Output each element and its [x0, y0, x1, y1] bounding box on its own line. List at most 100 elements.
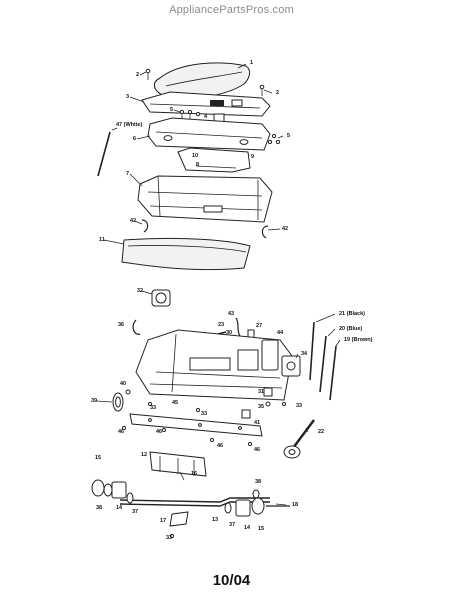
callout-c46b: 46 [156, 429, 162, 435]
callout-c19: 19 (Brown) [344, 337, 373, 343]
part-2-screw[interactable] [145, 68, 151, 80]
part-15-end-cap[interactable] [251, 497, 265, 515]
callout-c8: 8 [196, 162, 199, 168]
callout-c33c: 33 [296, 403, 302, 409]
callout-c10: 10 [192, 153, 198, 159]
callout-c46a: 46 [118, 429, 124, 435]
part-38-bearing[interactable] [103, 483, 113, 497]
callout-c17: 17 [160, 518, 166, 524]
callout-c38b: 38 [96, 505, 102, 511]
base-chassis[interactable] [135, 329, 293, 401]
part-42-clip[interactable] [141, 219, 149, 233]
part-19-wire-brown[interactable] [329, 345, 337, 401]
part-44-belt-housing[interactable] [261, 339, 279, 371]
callout-c18: 18 [292, 502, 298, 508]
callout-c5a: 5 [170, 107, 173, 113]
callout-c5b: 5 [287, 133, 290, 139]
callout-c40: 40 [120, 381, 126, 387]
callout-c47: 47 (White) [116, 122, 142, 128]
part-21-wire-black[interactable] [309, 321, 315, 381]
part-2-screw[interactable] [259, 84, 265, 96]
part-31-clip[interactable] [263, 387, 273, 397]
part-35-screw[interactable] [265, 401, 271, 407]
part-12-base-plate[interactable] [149, 451, 207, 477]
part-37-washer[interactable] [126, 492, 134, 504]
part-14-bearing-housing[interactable] [111, 481, 127, 499]
callout-c11: 11 [99, 237, 105, 243]
site-watermark: AppliancePartsPros.com [169, 4, 294, 16]
part-46-screws[interactable] [121, 425, 253, 447]
callout-c35: 35 [258, 404, 264, 410]
part-6-bumper-cover[interactable] [147, 117, 271, 151]
part-43-spring[interactable] [235, 317, 241, 337]
callout-c42b: 42 [282, 226, 288, 232]
part-45-bottom-plate[interactable] [129, 413, 263, 437]
part-16-spring[interactable] [179, 471, 185, 481]
callout-c42a: 42 [130, 218, 136, 224]
callout-c14b: 14 [244, 525, 251, 531]
part-38-bearing[interactable] [252, 489, 260, 499]
part-47-wire-white[interactable] [97, 127, 118, 177]
callout-c34: 34 [301, 351, 308, 357]
part-17-clip[interactable] [169, 511, 189, 527]
callout-c33b: 33 [201, 411, 207, 417]
callout-c16: 16 [191, 471, 197, 477]
callout-c3: 3 [126, 94, 129, 100]
part-37-washer[interactable] [224, 502, 232, 514]
callout-c33d: 33 [166, 535, 172, 541]
callout-c1: 1 [250, 60, 253, 66]
callout-c38a: 38 [255, 479, 261, 485]
part-32-wheel[interactable] [151, 289, 171, 307]
part-15-end-cap[interactable] [91, 479, 105, 497]
part-40-screw[interactable] [125, 389, 131, 395]
callout-c27: 27 [256, 323, 262, 329]
part-14-bearing-housing[interactable] [235, 499, 251, 517]
callout-c21: 21 (Black) [339, 311, 365, 317]
part-1-top-cover[interactable] [154, 62, 251, 99]
callout-c36: 36 [118, 322, 124, 328]
callout-c41: 41 [254, 420, 260, 426]
part-8-latch[interactable] [177, 147, 251, 173]
part-7-housing[interactable] [137, 175, 273, 223]
callout-c43: 43 [228, 311, 234, 317]
part-42-clip[interactable] [261, 225, 269, 239]
callout-c2a: 2 [136, 72, 139, 78]
part-33-screw[interactable] [169, 533, 175, 539]
part-41-cap[interactable] [241, 409, 251, 419]
part-22-belt[interactable] [283, 419, 315, 459]
callout-c33a: 33 [150, 405, 156, 411]
callout-c23: 23 [218, 322, 224, 328]
part-39-ring[interactable] [112, 392, 124, 412]
callout-c15: 15 [95, 455, 101, 461]
callout-c7: 7 [126, 171, 129, 177]
callout-c39: 39 [91, 398, 97, 404]
callout-c37a: 37 [132, 509, 138, 515]
callout-c44: 44 [277, 330, 284, 336]
callout-c31: 31 [258, 389, 264, 395]
callout-c32: 32 [137, 288, 143, 294]
part-3-upper-frame[interactable] [141, 91, 271, 117]
callout-c6: 6 [133, 136, 136, 142]
callout-c22: 22 [318, 429, 324, 435]
part-34-motor[interactable] [281, 355, 301, 377]
leader-lines [95, 63, 341, 506]
callout-c13: 13 [212, 517, 218, 523]
callout-c4: 4 [204, 114, 208, 120]
callout-c37b: 37 [229, 522, 235, 528]
part-33-screws[interactable] [147, 401, 287, 413]
callout-c30: 30 [226, 330, 232, 336]
callout-c20: 20 (Blue) [339, 326, 362, 332]
callout-c14a: 14 [116, 505, 123, 511]
part-11-bumper[interactable] [121, 237, 251, 271]
diagram-date-code: 10/04 [212, 572, 251, 589]
part-20-wire-blue[interactable] [319, 335, 327, 393]
callout-c9: 9 [251, 154, 254, 160]
callout-c2b: 2 [276, 90, 279, 96]
callout-c15b: 15 [258, 526, 264, 532]
part-5-screws[interactable] [179, 109, 201, 120]
callout-c46d: 46 [254, 447, 260, 453]
callout-c45: 45 [172, 400, 178, 406]
part-36-clip[interactable] [132, 319, 141, 335]
